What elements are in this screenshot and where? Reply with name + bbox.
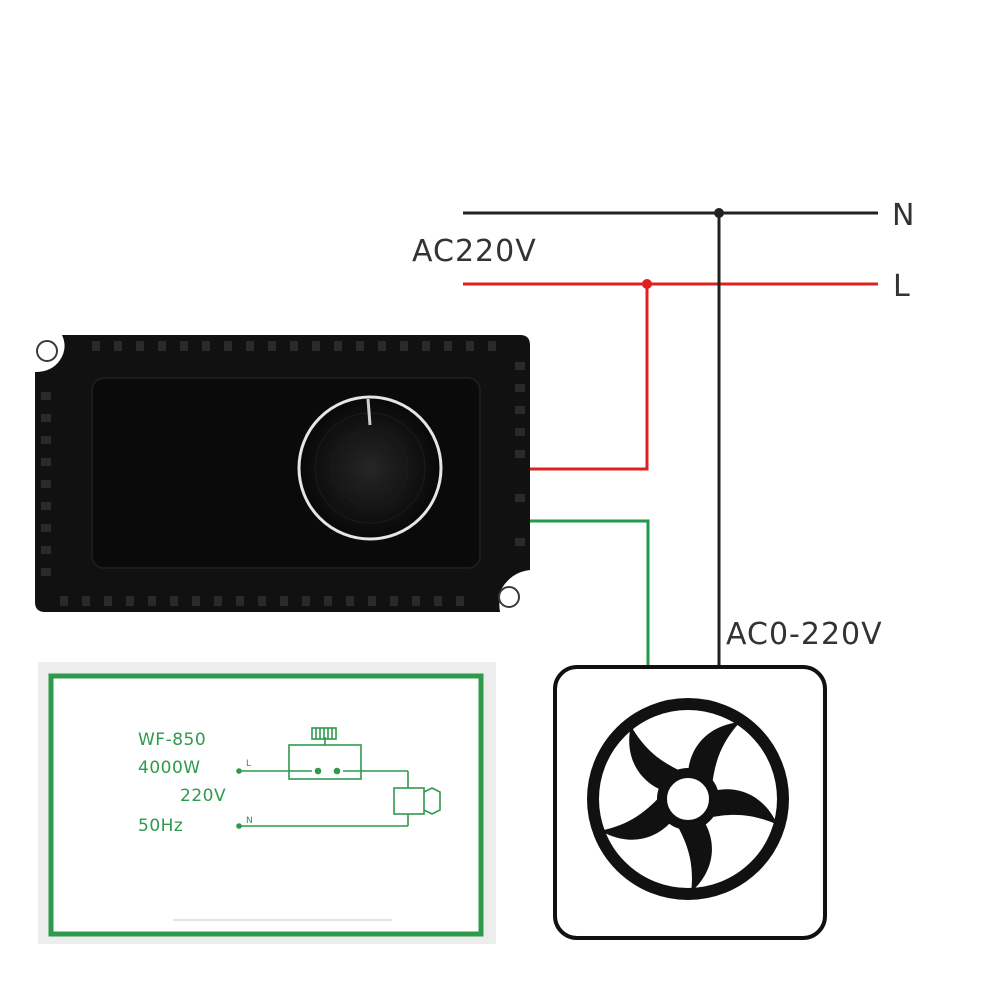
neutral-junction bbox=[714, 208, 724, 218]
live-feed-wire bbox=[530, 284, 649, 471]
knob-face[interactable] bbox=[297, 395, 443, 541]
speed-controller-device bbox=[35, 335, 530, 612]
terminal-n-label: N bbox=[246, 816, 253, 826]
knob-groove-2 bbox=[331, 429, 409, 507]
label-card-border bbox=[48, 673, 484, 937]
spec-voltage: 220V bbox=[180, 786, 226, 806]
speed-knob[interactable] bbox=[297, 395, 443, 541]
output-wire bbox=[530, 519, 650, 666]
live-junction bbox=[642, 279, 652, 289]
spec-frequency: 50Hz bbox=[138, 816, 183, 836]
mount-hole-bottom bbox=[498, 586, 520, 608]
spec-model: WF-850 bbox=[138, 730, 206, 750]
mini-circuit-schematic bbox=[236, 727, 441, 829]
terminal-l-label: L bbox=[246, 759, 251, 769]
neutral-label: N bbox=[892, 198, 915, 233]
live-label: L bbox=[893, 269, 911, 304]
mount-hole-top bbox=[36, 340, 58, 362]
knob-groove-3 bbox=[349, 447, 391, 489]
supply-voltage-label: AC220V bbox=[412, 234, 537, 269]
fan-icon bbox=[587, 698, 789, 900]
spec-label-card: WF-850 4000W 220V 50Hz L bbox=[38, 662, 496, 944]
fan-load bbox=[553, 665, 827, 940]
vent-ribs bbox=[41, 341, 525, 606]
output-voltage-label: AC0-220V bbox=[726, 617, 883, 652]
knob-indicator bbox=[366, 398, 372, 426]
spec-power: 4000W bbox=[138, 758, 201, 778]
